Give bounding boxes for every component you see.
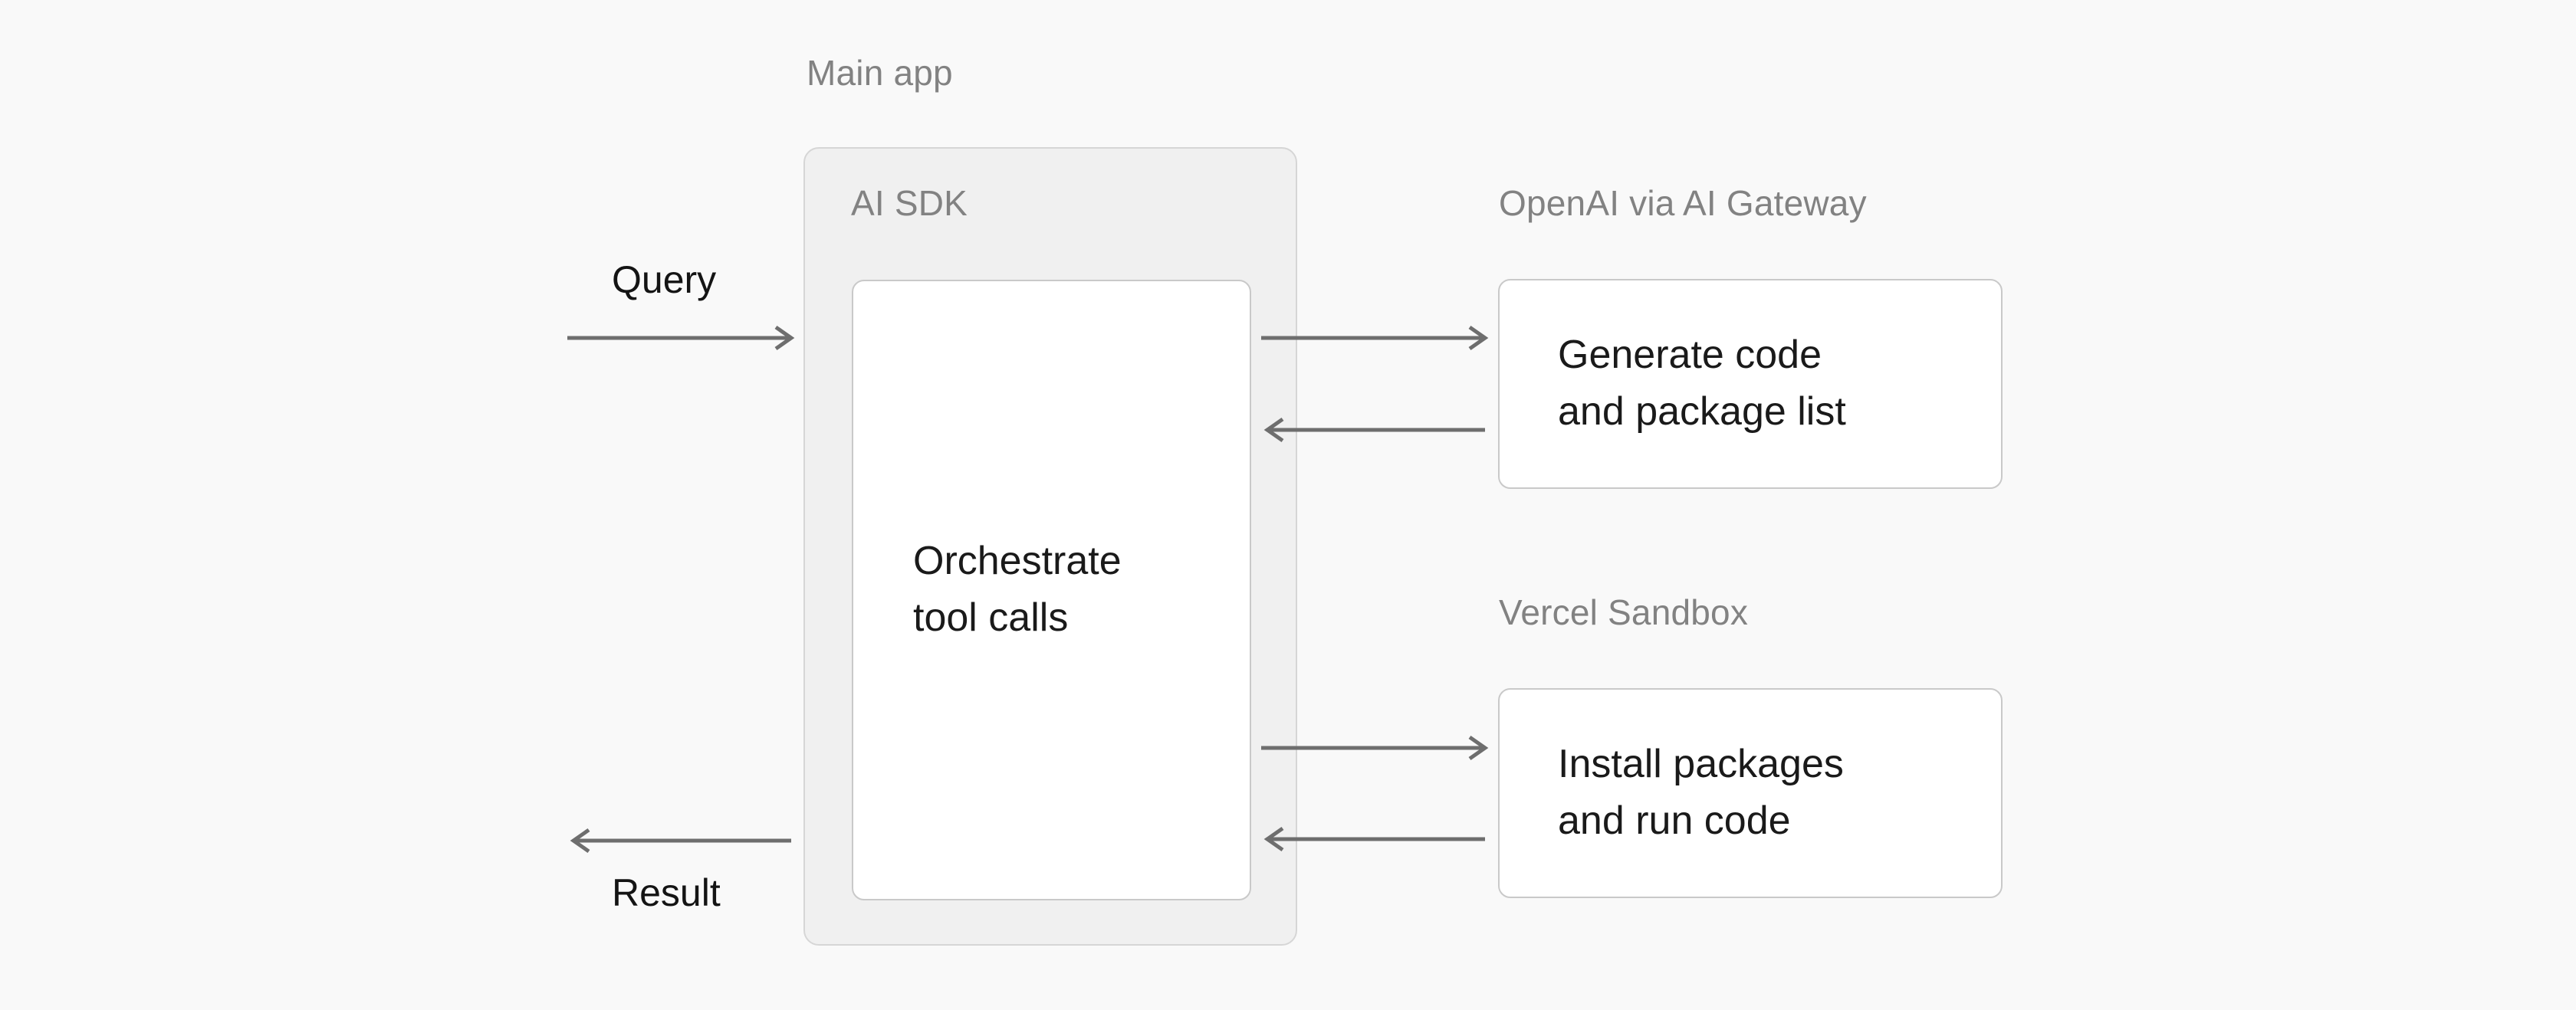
arrow-query-to-ai-sdk-icon [567, 325, 795, 351]
group-label-ai-sdk: AI SDK [851, 183, 968, 223]
vercel-sandbox-card-text: Install packages and run code [1558, 742, 1844, 843]
vercel-sandbox-card: Install packages and run code [1498, 688, 2003, 898]
arrow-ai-sdk-to-result-icon [570, 828, 791, 854]
ai-sdk-card-text: Orchestrate tool calls [913, 539, 1122, 640]
arrow-ai-sdk-to-openai-icon [1261, 325, 1489, 351]
arrow-ai-sdk-to-vercel-sandbox-icon [1261, 735, 1489, 761]
arrow-vercel-sandbox-to-ai-sdk-icon [1263, 826, 1485, 852]
edge-label-query: Query [612, 258, 717, 301]
group-label-vercel-sandbox: Vercel Sandbox [1499, 592, 1749, 632]
arrow-openai-to-ai-sdk-icon [1263, 417, 1485, 443]
openai-gateway-card-text: Generate code and package list [1558, 333, 1846, 434]
group-label-openai-gateway: OpenAI via AI Gateway [1499, 183, 1867, 223]
ai-sdk-card: Orchestrate tool calls [852, 280, 1251, 900]
openai-gateway-card: Generate code and package list [1498, 279, 2003, 489]
group-label-main-app: Main app [807, 53, 953, 93]
edge-label-result: Result [612, 871, 721, 914]
